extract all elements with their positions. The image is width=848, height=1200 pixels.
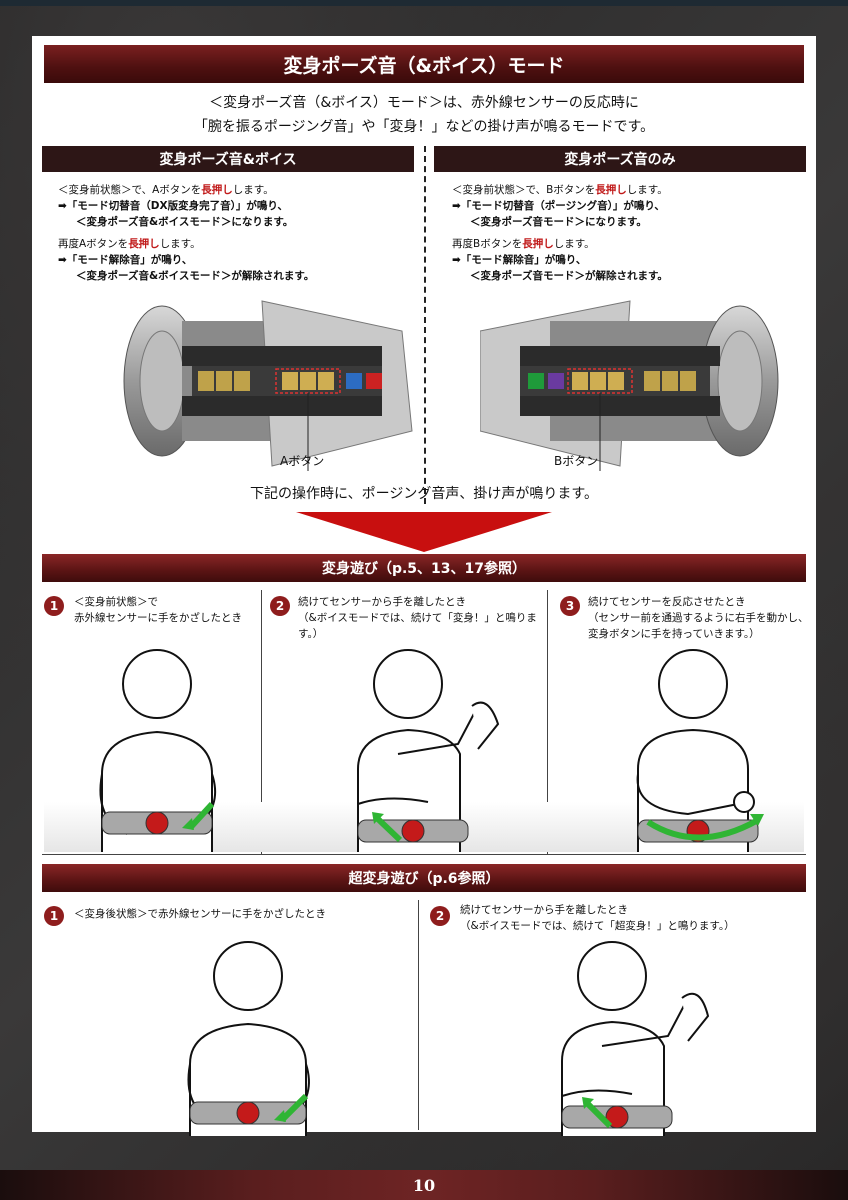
- super-step-1-line1: ＜変身後状態＞で赤外線センサーに手をかざしたとき: [74, 908, 326, 920]
- henshin-step-3-text: 続けてセンサーを反応させたとき （センサー前を通過するように右手を動かし、 変身…: [588, 594, 810, 642]
- henshin-step-3-line3: 変身ボタンに手を持っていきます。）: [588, 628, 760, 640]
- super-step-1-number: 1: [44, 906, 64, 926]
- henshin-section-title: 変身遊び（p.5、13、17参照）: [42, 554, 806, 582]
- left-panel-title: 変身ポーズ音&ボイス: [42, 146, 414, 172]
- right-l2: ➡「モード切替音（ポージング音）」が鳴り、: [452, 200, 665, 212]
- lead-text: 下記の操作時に、ポージング音声、掛け声が鳴ります。: [250, 486, 598, 502]
- a-button-label: Aボタン: [280, 454, 325, 468]
- henshin-figure-1: [99, 649, 216, 852]
- left-l4a: 再度Aボタンを: [58, 238, 129, 250]
- henshin-step-3-line1: 続けてセンサーを反応させたとき: [588, 596, 746, 608]
- henshin-step-1-number: 1: [44, 596, 64, 616]
- left-l4c: します。: [159, 238, 201, 250]
- henshin-col-divider-2: [547, 590, 548, 854]
- left-l3: ＜変身ポーズ音&ボイスモード＞になります。: [76, 216, 294, 228]
- right-panel-instructions: ＜変身前状態＞で、Bボタンを長押しします。 ➡「モード切替音（ポージング音）」が…: [452, 182, 802, 284]
- super-step-2-line2: （&ボイスモードでは、続けて「超変身！」と鳴ります。）: [460, 920, 735, 932]
- left-l1a: ＜変身前状態＞で、Aボタンを: [58, 184, 202, 196]
- henshin-step-3-number: 3: [560, 596, 580, 616]
- henshin-step-2-line1: 続けてセンサーから手を離したとき: [298, 596, 466, 608]
- left-panel-instructions: ＜変身前状態＞で、Aボタンを長押しします。 ➡「モード切替音（DX版変身完了音）…: [58, 182, 418, 284]
- super-step-1-text: ＜変身後状態＞で赤外線センサーに手をかざしたとき: [74, 906, 414, 922]
- super-figure-1: [187, 941, 310, 1136]
- panel-divider: [424, 146, 426, 504]
- henshin-figure-2: [357, 649, 500, 852]
- henshin-step-2-number: 2: [270, 596, 290, 616]
- right-l1b: 長押し: [595, 184, 627, 196]
- super-step-2-text: 続けてセンサーから手を離したとき （&ボイスモードでは、続けて「超変身！」と鳴り…: [460, 902, 810, 934]
- right-l1a: ＜変身前状態＞で、Bボタンを: [452, 184, 596, 196]
- right-l4a: 再度Bボタンを: [452, 238, 523, 250]
- b-button-label: Bボタン: [554, 454, 599, 468]
- left-step1-line: ＜変身前状態＞で、Aボタンを長押しします。: [58, 182, 418, 198]
- manual-page: 変身ポーズ音（&ボイス）モード ＜変身ポーズ音（&ボイス）モード＞は、赤外線セン…: [32, 36, 816, 1136]
- henshin-figure-3: [636, 649, 764, 852]
- henshin-step-1-line1: ＜変身前状態＞で: [74, 596, 158, 608]
- right-l5: ➡「モード解除音」が鳴り、: [452, 254, 587, 266]
- top-bar: [0, 0, 848, 6]
- footer-bar: [0, 1170, 848, 1200]
- right-step2-line: 再度Bボタンを長押しします。: [452, 236, 802, 252]
- right-step1-line: ＜変身前状態＞で、Bボタンを長押しします。: [452, 182, 802, 198]
- right-l1c: します。: [626, 184, 668, 196]
- left-l5: ➡「モード解除音」が鳴り、: [58, 254, 193, 266]
- right-l6: ＜変身ポーズ音モード＞が解除されます。: [470, 270, 668, 282]
- left-l2: ➡「モード切替音（DX版変身完了音）」が鳴り、: [58, 200, 288, 212]
- left-l6: ＜変身ポーズ音&ボイスモード＞が解除されます。: [76, 270, 315, 282]
- right-l4b: 長押し: [522, 238, 554, 250]
- left-step2-line: 再度Aボタンを長押しします。: [58, 236, 418, 252]
- down-arrow-icon: [296, 512, 552, 552]
- henshin-step-1-line2: 赤外線センサーに手をかざしたとき: [74, 612, 242, 624]
- henshin-step-2-text: 続けてセンサーから手を離したとき （&ボイスモードでは、続けて「変身！」と鳴りま…: [298, 594, 543, 642]
- intro-text: ＜変身ポーズ音（&ボイス）モード＞は、赤外線センサーの反応時に 「腕を振るポージ…: [32, 91, 816, 139]
- intro-line-2: 「腕を振るポージング音」や「変身！」などの掛け声が鳴るモードです。: [193, 119, 655, 135]
- right-l4c: します。: [553, 238, 595, 250]
- belt-right-image: [480, 300, 779, 471]
- super-col-divider: [418, 900, 419, 1130]
- left-l1c: します。: [232, 184, 274, 196]
- belt-left-image: [123, 300, 413, 471]
- intro-line-1: ＜変身ポーズ音（&ボイス）モード＞は、赤外線センサーの反応時に: [209, 95, 639, 111]
- left-l1b: 長押し: [201, 184, 233, 196]
- henshin-step-1-text: ＜変身前状態＞で 赤外線センサーに手をかざしたとき: [74, 594, 254, 626]
- henshin-bottom-line: [42, 854, 806, 855]
- page-number: 10: [412, 1176, 436, 1195]
- henshin-col-divider-1: [261, 590, 262, 854]
- left-l4b: 長押し: [128, 238, 160, 250]
- page-title: 変身ポーズ音（&ボイス）モード: [44, 45, 804, 83]
- super-section-title: 超変身遊び（p.6参照）: [42, 864, 806, 892]
- super-step-2-number: 2: [430, 906, 450, 926]
- right-l3: ＜変身ポーズ音モード＞になります。: [470, 216, 647, 228]
- henshin-step-2-line2: （&ボイスモードでは、続けて「変身！」と鳴ります。）: [298, 612, 537, 640]
- super-figure-2: [561, 941, 710, 1136]
- right-panel-title: 変身ポーズ音のみ: [434, 146, 806, 172]
- henshin-step-3-line2: （センサー前を通過するように右手を動かし、: [588, 612, 809, 624]
- super-step-2-line1: 続けてセンサーから手を離したとき: [460, 904, 628, 916]
